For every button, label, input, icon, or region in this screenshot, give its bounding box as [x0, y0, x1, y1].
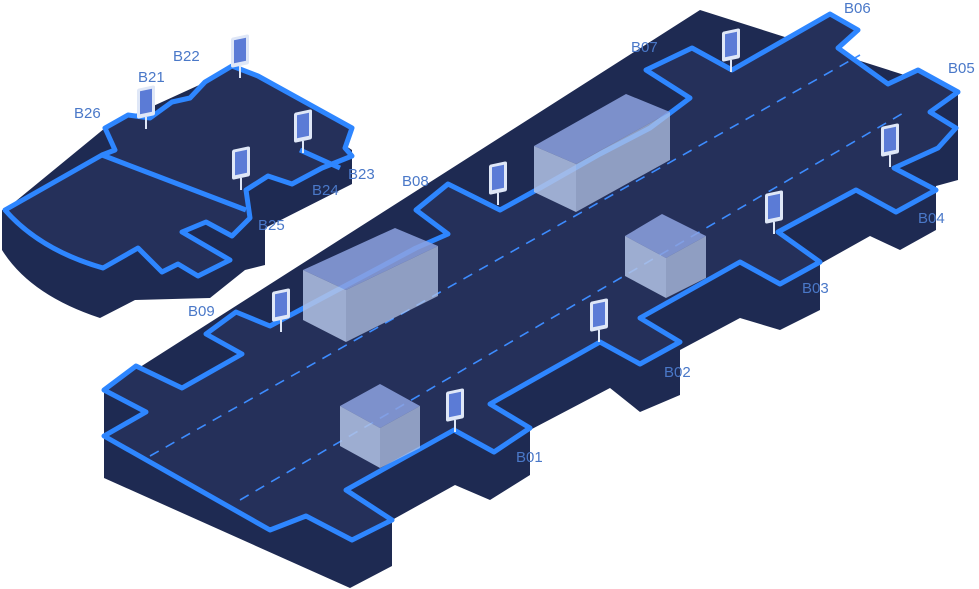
bay-labels: B01B02B03B04B05B06B07B08B09B21B22B23B24B…: [74, 0, 975, 466]
cube-b01: [340, 384, 420, 468]
container-b08: [303, 228, 438, 342]
bay-label-b06: B06: [844, 0, 871, 17]
bay-sign-icon: [232, 146, 250, 190]
annex-inner-wall-2: [298, 147, 342, 171]
bay-sign-icon: [231, 34, 249, 78]
bay-label-b22: B22: [173, 48, 200, 65]
bay-label-b04: B04: [918, 210, 945, 227]
annex-inner-wall: [101, 152, 247, 213]
bay-label-b03: B03: [802, 280, 829, 297]
bay-label-b05: B05: [948, 60, 975, 77]
bay-sign-icon: [272, 288, 290, 332]
bay-sign-icon: [881, 123, 899, 167]
bay-sign-icon: [294, 109, 312, 153]
bay-label-b25: B25: [258, 217, 285, 234]
bay-label-b24: B24: [312, 182, 339, 199]
cargo-containers: [303, 94, 706, 468]
bay-label-b02: B02: [664, 364, 691, 381]
annex-building: [2, 63, 355, 318]
bay-sign-icon: [446, 388, 464, 432]
bay-label-b01: B01: [516, 449, 543, 466]
container-b07: [534, 94, 670, 212]
bay-label-b26: B26: [74, 105, 101, 122]
bay-sign-icon: [722, 28, 740, 72]
bay-label-b21: B21: [138, 69, 165, 86]
main-outline: [101, 11, 961, 543]
bay-label-b23: B23: [348, 166, 375, 183]
bay-sign-icon: [590, 298, 608, 342]
bay-sign-icon: [489, 161, 507, 205]
annex-outline: [2, 63, 355, 279]
bay-label-b07: B07: [631, 39, 658, 56]
cube-b03: [625, 214, 706, 298]
bay-label-b09: B09: [188, 303, 215, 320]
bay-sign-icon: [765, 190, 783, 234]
bay-sign-icon: [137, 85, 155, 129]
bay-signs: [137, 28, 899, 432]
annex-floor-top: [5, 66, 352, 276]
main-floor-top: [104, 14, 958, 540]
lane-line-upper: [149, 54, 861, 457]
bay-label-b08: B08: [402, 173, 429, 190]
